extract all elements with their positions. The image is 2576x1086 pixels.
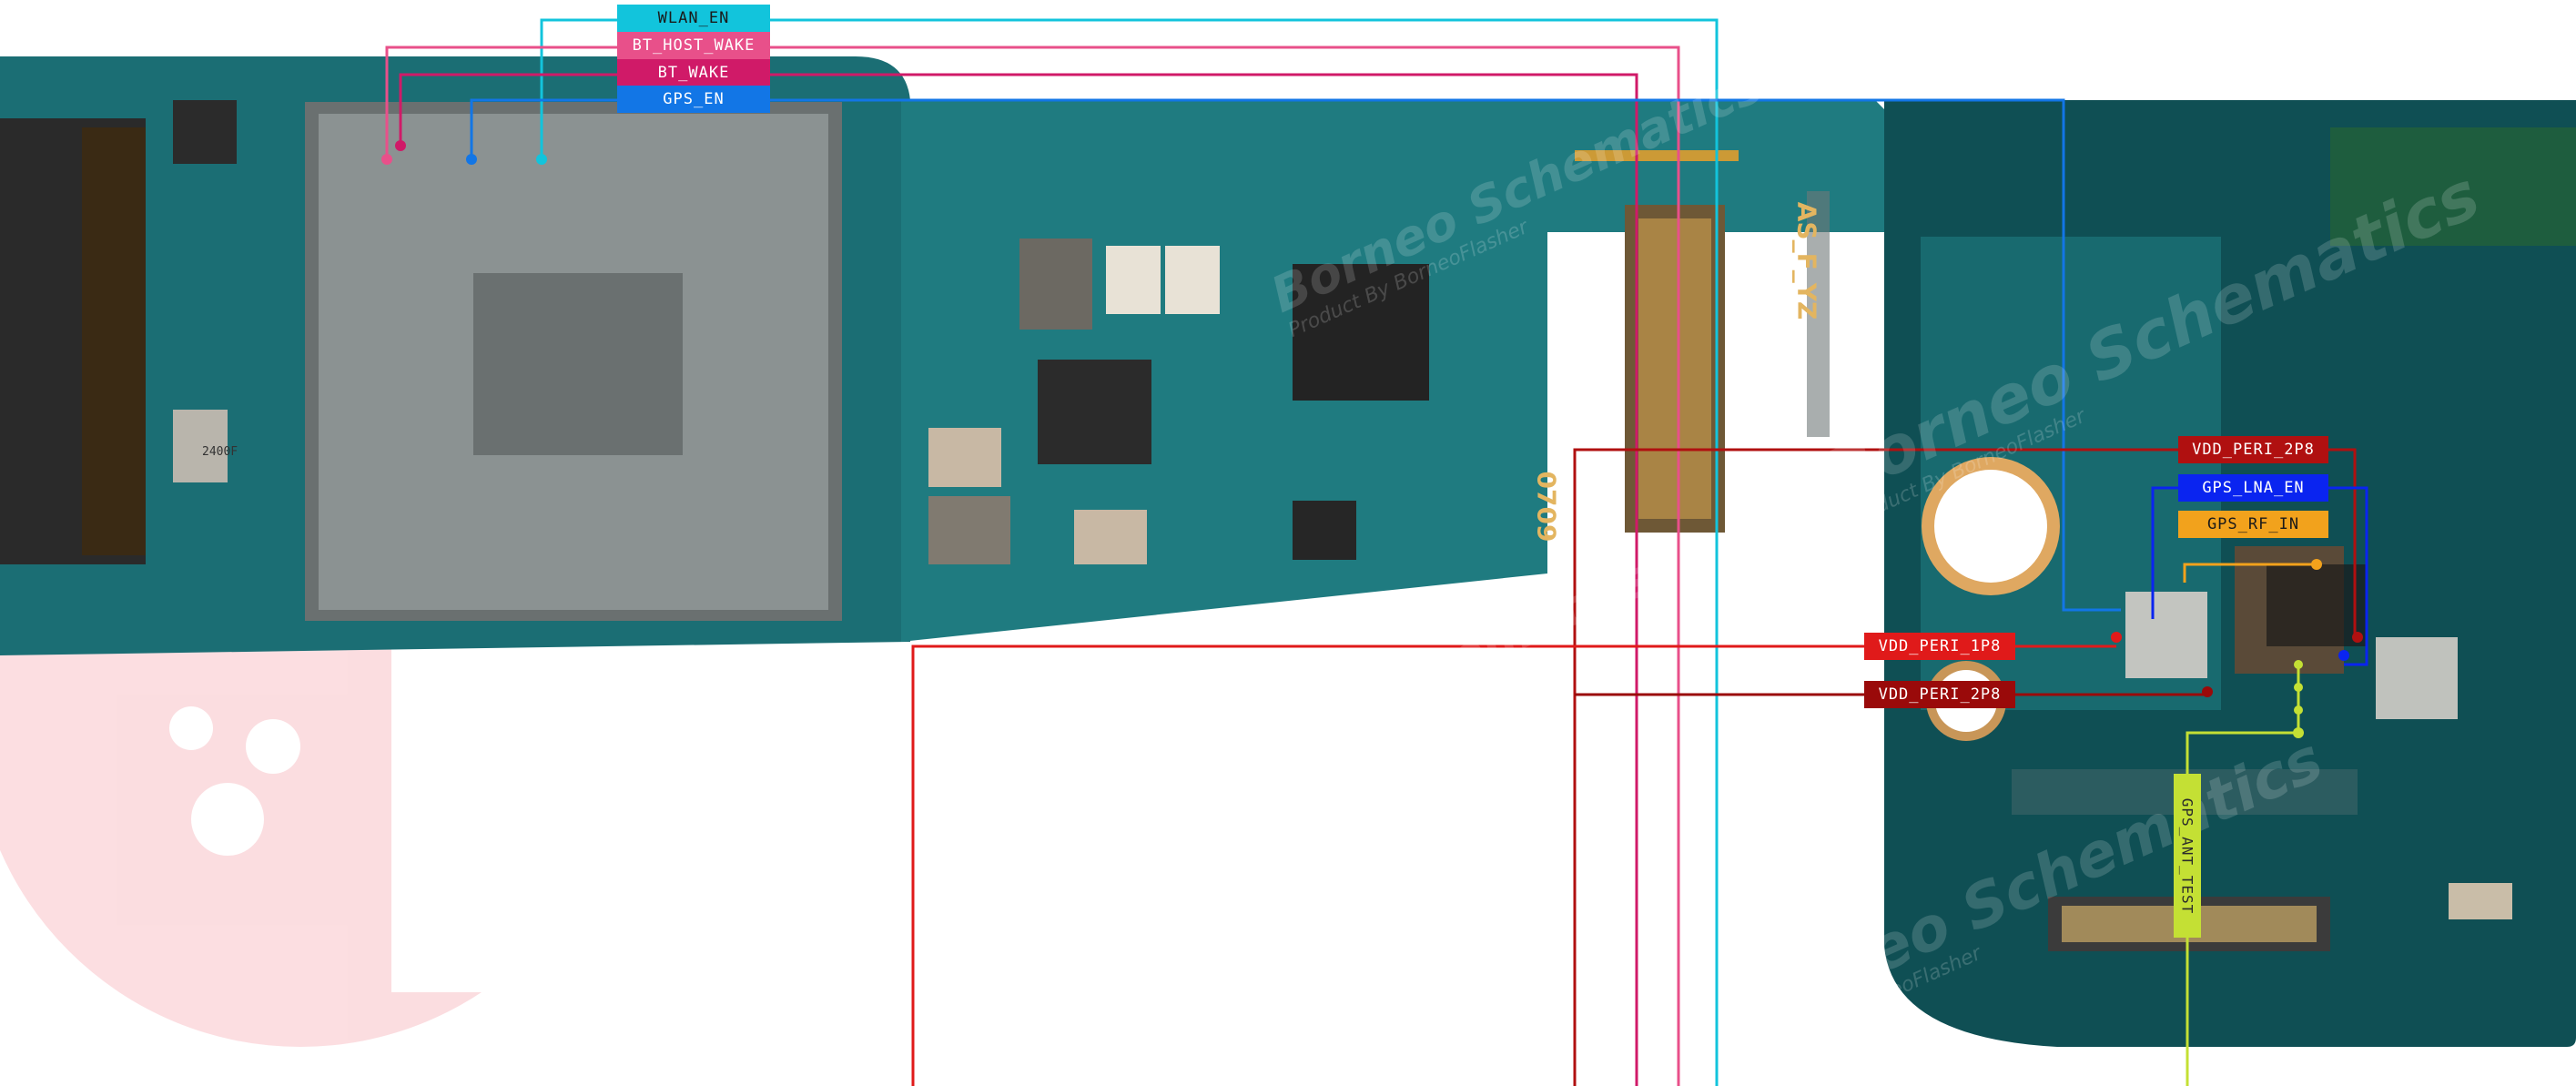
soc-area: 2400F <box>0 100 842 621</box>
label-bt-wake: BT_WAKE <box>617 59 770 86</box>
trace-vdd-peri-1p8 <box>911 644 2116 1086</box>
label-gps-rf-in: GPS_RF_IN <box>2178 511 2328 538</box>
label-vdd-peri-2p8-bottom: VDD_PERI_2P8 <box>1864 681 2015 708</box>
silkscreen-text-2: 0709 <box>1531 471 1562 543</box>
label-gps-ant-test: GPS_ANT_TEST <box>2174 774 2201 938</box>
trace-bt-host-wake <box>385 46 1680 1086</box>
label-gps-en: GPS_EN <box>617 86 770 113</box>
label-wlan-en: WLAN_EN <box>617 5 770 32</box>
trace-bt-wake <box>399 73 1638 1086</box>
chip-marking-text: 2400F <box>202 445 238 459</box>
middle-components <box>928 150 1830 564</box>
silkscreen-text-1: AS_F_YZ <box>1791 201 1822 320</box>
signal-traces <box>385 18 2368 1086</box>
trace-gps-rf-in <box>2183 563 2317 583</box>
trace-gps-en <box>470 98 2121 612</box>
trace-wlan-en <box>540 18 1719 1086</box>
label-vdd-peri-1p8: VDD_PERI_1P8 <box>1864 633 2015 660</box>
trace-vdd-peri-2p8-top <box>1573 448 2357 1086</box>
label-bt-host-wake: BT_HOST_WAKE <box>617 32 770 59</box>
label-gps-lna-en: GPS_LNA_EN <box>2178 474 2328 502</box>
label-vdd-peri-2p8-top: VDD_PERI_2P8 <box>2178 436 2328 463</box>
trace-gps-lna-en <box>2151 486 2368 666</box>
